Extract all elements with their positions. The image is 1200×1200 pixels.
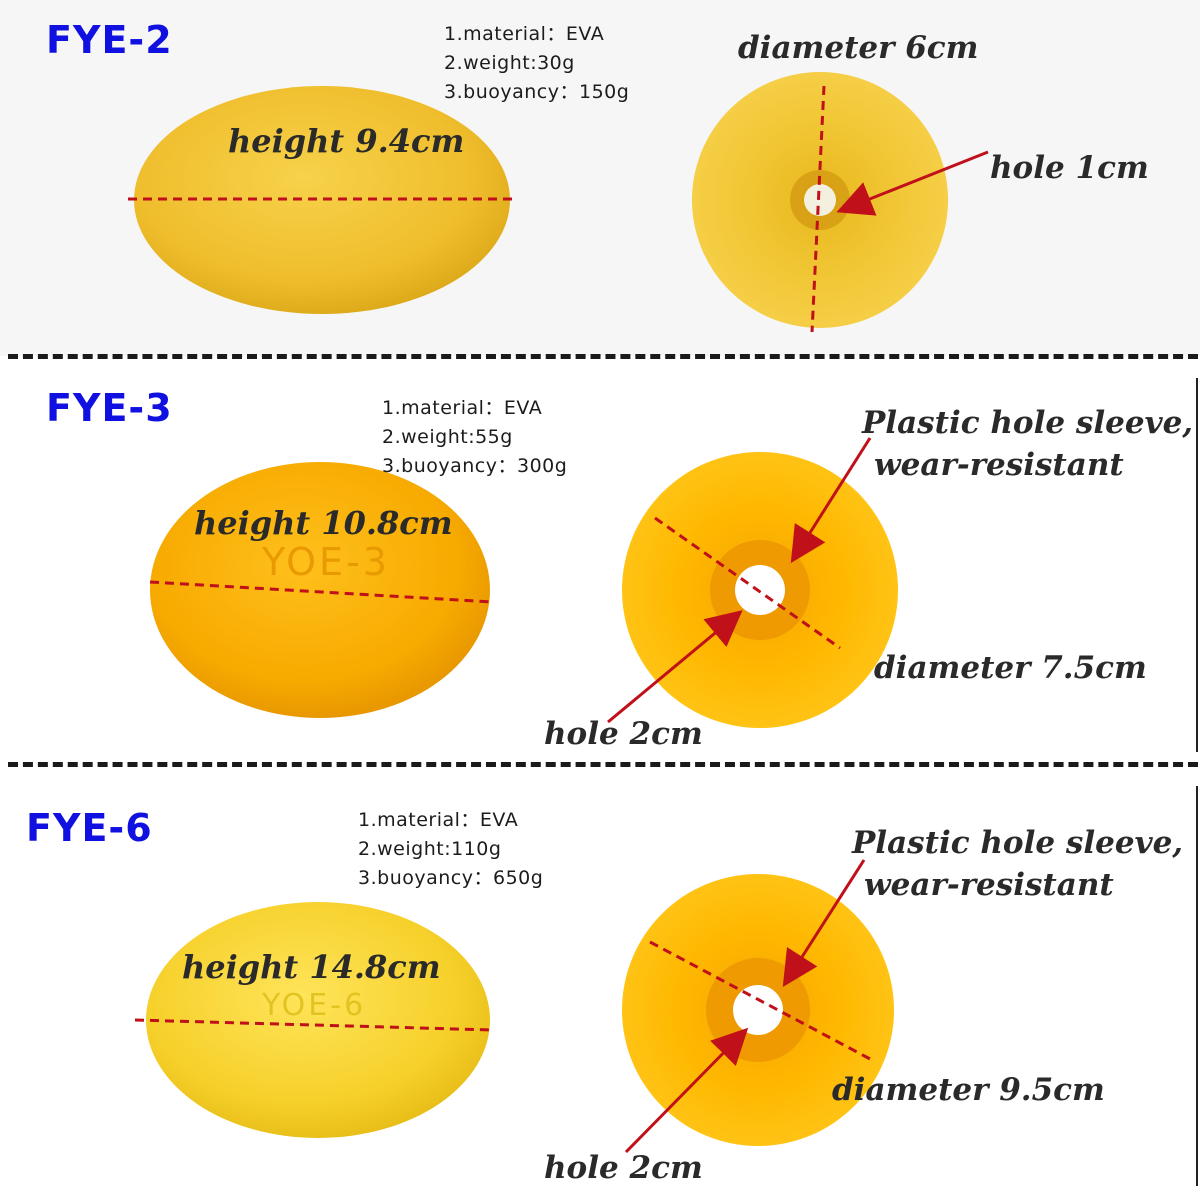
diameter-label: diameter 7.5cm — [874, 650, 1147, 686]
sleeve-label: Plastic hole sleeve, wear-resistant — [852, 825, 1184, 903]
panel-border — [1196, 378, 1198, 752]
spec-weight: 2.weight:30g — [444, 52, 575, 74]
spec-list: 1.material：EVA 2.weight:30g 3.buoyancy：1… — [444, 20, 629, 107]
float-side-view — [150, 462, 490, 718]
hole-label: hole 1cm — [990, 150, 1149, 186]
spec-buoyancy: 3.buoyancy：150g — [444, 81, 630, 103]
diameter-label: diameter 9.5cm — [832, 1072, 1105, 1108]
height-label: height 9.4cm — [228, 122, 465, 160]
spec-list: 1.material：EVA 2.weight:55g 3.buoyancy：3… — [382, 394, 567, 481]
spec-buoyancy: 3.buoyancy：650g — [358, 867, 544, 889]
spec-weight: 2.weight:110g — [358, 838, 502, 860]
model-title: FYE-3 — [46, 386, 173, 430]
spec-weight: 2.weight:55g — [382, 426, 513, 448]
section-divider — [8, 354, 1198, 359]
model-title: FYE-2 — [46, 18, 173, 62]
embossed-text: YOE-3 — [262, 540, 390, 584]
panel-border — [1196, 786, 1198, 1186]
height-label: height 14.8cm — [182, 948, 441, 986]
sleeve-label: Plastic hole sleeve, wear-resistant — [862, 405, 1194, 483]
spec-material: 1.material：EVA — [444, 23, 605, 45]
model-title: FYE-6 — [26, 806, 153, 850]
height-label: height 10.8cm — [194, 504, 453, 542]
spec-material: 1.material：EVA — [358, 809, 519, 831]
spec-buoyancy: 3.buoyancy：300g — [382, 455, 568, 477]
hole-label: hole 2cm — [544, 716, 703, 752]
diameter-label: diameter 6cm — [738, 30, 979, 66]
float-side-view — [146, 902, 490, 1138]
float-side-view — [134, 86, 510, 314]
spec-material: 1.material：EVA — [382, 397, 543, 419]
spec-list: 1.material：EVA 2.weight:110g 3.buoyancy：… — [358, 806, 543, 893]
section-divider — [8, 762, 1198, 767]
embossed-text: YOE-6 — [262, 988, 367, 1023]
hole-label: hole 2cm — [544, 1150, 703, 1186]
